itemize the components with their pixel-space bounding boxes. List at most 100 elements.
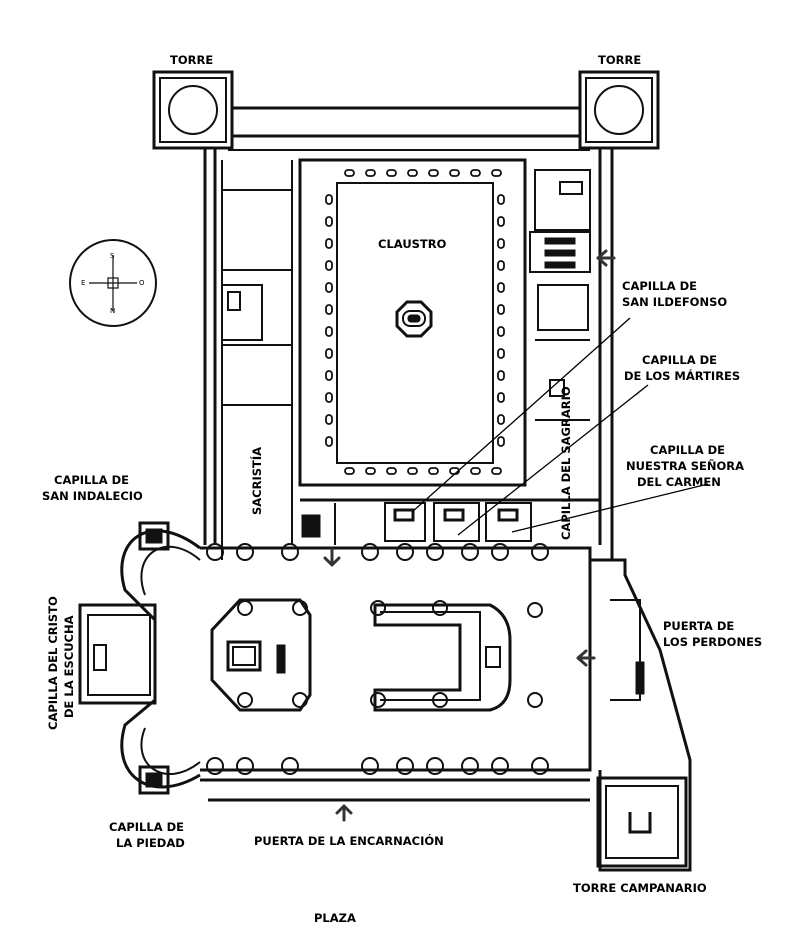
cloister-pillar xyxy=(497,238,505,249)
cloister-pillar xyxy=(344,169,355,177)
nave-pillar xyxy=(531,543,549,561)
cloister-pillar xyxy=(470,169,481,177)
cloister-pillar xyxy=(325,194,333,205)
cloister-pillar xyxy=(325,370,333,381)
label-capilla-carmen-2: NUESTRA SEÑORA xyxy=(626,458,744,473)
cloister-pillar xyxy=(386,467,397,475)
cloister-pillar xyxy=(386,169,397,177)
cloister-pillar xyxy=(428,467,439,475)
cloister-pillar xyxy=(325,348,333,359)
side-chapels xyxy=(300,498,600,545)
label-capilla-carmen-3: DEL CARMEN xyxy=(637,475,721,489)
cloister-pillar xyxy=(491,467,502,475)
label-leader-lines xyxy=(411,317,709,536)
label-capilla-martires-1: CAPILLA DE xyxy=(642,353,717,367)
plan-labels: TORRE TORRE CLAUSTRO CAPILLA DE SAN ILDE… xyxy=(42,53,762,925)
right-tower xyxy=(578,70,660,150)
cloister-pillar xyxy=(497,194,505,205)
label-torre-left: TORRE xyxy=(170,53,213,67)
cloister-pillar xyxy=(428,169,439,177)
compass-s: S xyxy=(110,252,115,260)
label-capilla-carmen-1: CAPILLA DE xyxy=(650,443,725,457)
cloister-pillar xyxy=(497,392,505,403)
cloister-pillar xyxy=(344,467,355,475)
label-capilla-piedad-1: CAPILLA DE xyxy=(109,820,184,834)
nave-pillar xyxy=(206,543,224,561)
label-capilla-piedad-2: LA PIEDAD xyxy=(116,836,185,850)
east-rooms xyxy=(529,169,591,421)
label-capilla-san-indalecio-2: SAN INDALECIO xyxy=(42,489,143,503)
nave-pillar xyxy=(461,757,479,775)
nave-pillar xyxy=(281,757,299,775)
label-puerta-perdones-2: LOS PERDONES xyxy=(663,635,762,649)
cloister-pillar xyxy=(325,216,333,227)
cloister-pillar xyxy=(470,467,481,475)
label-capilla-san-ildefonso-1: CAPILLA DE xyxy=(622,279,697,293)
label-capilla-martires-2: DE LOS MÁRTIRES xyxy=(624,368,740,383)
outer-walls xyxy=(203,106,614,560)
cloister-pillar xyxy=(325,392,333,403)
compass-rose-icon: S N E O xyxy=(69,239,157,327)
interior-pillar xyxy=(237,692,253,708)
altar-area xyxy=(210,598,312,712)
cloister-pillar xyxy=(497,216,505,227)
cloister-pillar xyxy=(365,169,376,177)
nave-pillar xyxy=(426,757,444,775)
cloister-pillar xyxy=(497,282,505,293)
left-tower xyxy=(152,70,234,150)
bell-tower xyxy=(596,776,688,868)
nave-pillar xyxy=(361,543,379,561)
nave-pillar xyxy=(531,757,549,775)
interior-pillar xyxy=(432,600,448,616)
interior-pillar xyxy=(237,600,253,616)
compass-e: E xyxy=(81,279,85,287)
interior-pillar xyxy=(370,600,386,616)
nave-pillar xyxy=(491,543,509,561)
cloister-pillar xyxy=(365,467,376,475)
nave-pillar xyxy=(361,757,379,775)
nave-pillar xyxy=(281,543,299,561)
nave-pillar xyxy=(491,757,509,775)
puerta-perdones-porch xyxy=(590,558,692,872)
compass-n: N xyxy=(110,307,115,315)
label-puerta-encarnacion: PUERTA DE LA ENCARNACIÓN xyxy=(254,833,444,848)
label-capilla-san-ildefonso-2: SAN ILDEFONSO xyxy=(622,295,727,309)
cloister-pillar xyxy=(325,304,333,315)
cloister-pillar xyxy=(325,436,333,447)
cloister-pillar xyxy=(497,304,505,315)
cloister-pillar xyxy=(325,260,333,271)
cloister-pillar xyxy=(497,348,505,359)
nave-pillar xyxy=(426,543,444,561)
cloister-pillar xyxy=(497,370,505,381)
interior-pillar xyxy=(527,602,543,618)
label-claustro: CLAUSTRO xyxy=(378,237,447,251)
cloister-pillar xyxy=(407,169,418,177)
nave xyxy=(200,543,592,802)
cloister-pillar xyxy=(497,260,505,271)
nave-pillar xyxy=(461,543,479,561)
cloister-pillar xyxy=(497,326,505,337)
label-plaza: PLAZA xyxy=(314,911,356,925)
cloister-pillar xyxy=(325,326,333,337)
cloister-pillar xyxy=(325,238,333,249)
cloister-pillar xyxy=(407,467,418,475)
entrance-arrow-icon xyxy=(323,249,616,822)
nave-pillar xyxy=(396,757,414,775)
label-capilla-sagrario: CAPILLA DEL SAGRARIO xyxy=(559,386,573,540)
nave-pillar xyxy=(206,757,224,775)
cloister-pillar xyxy=(497,414,505,425)
choir-stalls xyxy=(373,603,512,712)
label-torre-campanario: TORRE CAMPANARIO xyxy=(573,881,707,895)
nave-pillar xyxy=(236,543,254,561)
cloister-pillar xyxy=(325,282,333,293)
nave-pillar xyxy=(236,757,254,775)
interior-pillar xyxy=(527,692,543,708)
cloister-fountain xyxy=(395,300,433,338)
apse-chapels xyxy=(78,521,201,795)
cloister-pillar xyxy=(497,436,505,447)
label-capilla-cristo-2: DE LA ESCUCHA xyxy=(62,615,76,718)
compass-o: O xyxy=(139,279,145,287)
label-capilla-cristo-1: CAPILLA DEL CRISTO xyxy=(46,596,60,730)
cloister xyxy=(298,158,527,487)
